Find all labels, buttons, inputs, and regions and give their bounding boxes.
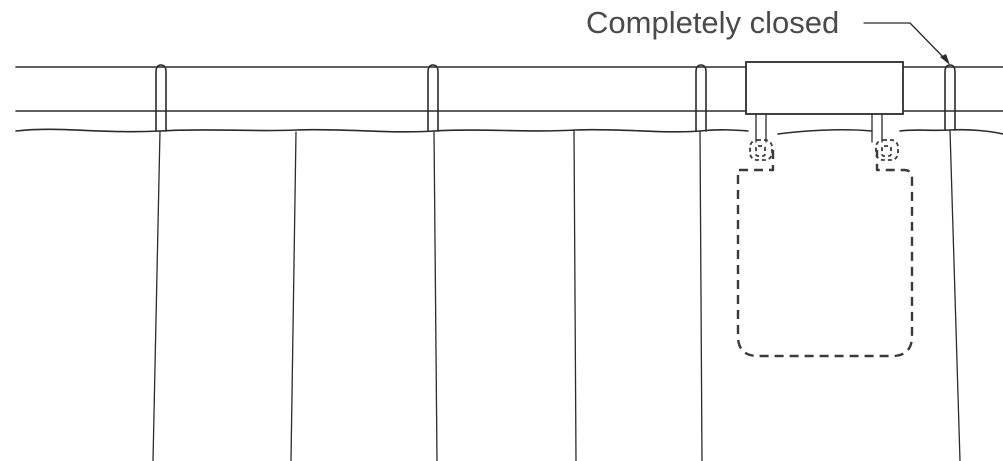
- curtain-top-edge: [15, 128, 1003, 135]
- callout-label: Completely closed: [586, 5, 839, 40]
- dashed-curtain-outline: [736, 150, 914, 358]
- curtain-pleats: [152, 129, 961, 461]
- callout-leader-line: [863, 22, 947, 61]
- motor-unit: [745, 61, 904, 143]
- callout-arrowhead: [940, 54, 950, 65]
